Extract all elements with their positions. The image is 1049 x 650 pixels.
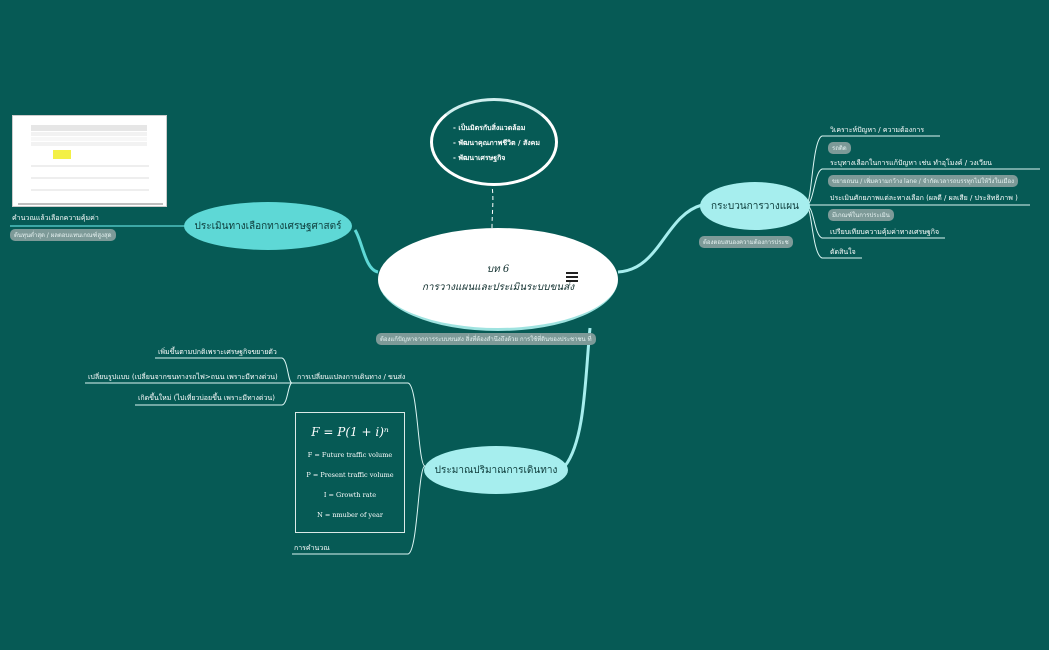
topic-economic-label: ประเมินทางเลือกทางเศรษฐศาสตร์ [194, 220, 342, 232]
central-note: ต้องแก้ปัญหาจากการระบบขนส่ง สิ่งที่ต้องส… [376, 333, 596, 345]
economic-note: ต้นทุนต่ำสุด / ผลตอบแทนเกณฑ์สูงสุด [10, 229, 116, 241]
traffic-sub-item[interactable]: เพิ่มขึ้นตามปกติเพราะเศรษฐกิจขยายตัว [158, 348, 277, 356]
central-topic[interactable]: บท 6 การวางแผนและประเมินระบบขนส่ง [378, 228, 618, 331]
planning-note-criteria: มีเกณฑ์ในการประเมิน [828, 209, 894, 221]
planning-item-decide[interactable]: ตัดสินใจ [830, 248, 856, 256]
planning-item-identify[interactable]: ระบุทางเลือกในการแก้ปัญหา เช่น ทำอุโมงค์… [830, 159, 992, 167]
formula-main: F = P(1 + i)ⁿ [311, 425, 389, 439]
traffic-branch-calc[interactable]: การคำนวณ [294, 544, 330, 552]
planning-item-analyze[interactable]: วิเคราะห์ปัญหา / ความต้องการ [830, 126, 925, 134]
formula-box: F = P(1 + i)ⁿ F = Future traffic volume … [295, 412, 405, 533]
economic-table-image [12, 115, 167, 207]
planning-item-compare[interactable]: เปรียบเทียบความคุ้มค่าทางเศรษฐกิจ [830, 228, 940, 236]
menu-icon[interactable] [566, 272, 578, 284]
topic-traffic-label: ประมาณปริมาณการเดินทาง [434, 464, 558, 476]
callout-bubble[interactable]: - เป็นมิตรกับสิ่งแวดล้อม - พัฒนาคุณภาพชี… [430, 98, 558, 186]
formula-line: N = nmuber of year [317, 511, 383, 519]
topic-traffic[interactable]: ประมาณปริมาณการเดินทาง [424, 446, 568, 494]
callout-item: - พัฒนาเศรษฐกิจ [453, 154, 506, 162]
central-title-line2: การวางแผนและประเมินระบบขนส่ง [421, 282, 575, 293]
economic-leaf[interactable]: คำนวณแล้วเลือกความคุ้มค่า [12, 214, 99, 222]
traffic-sub-item[interactable]: เปลี่ยนรูปแบบ (เปลี่ยนจากขนทางรถไฟ>ถนน เ… [88, 373, 278, 381]
formula-line: F = Future traffic volume [307, 451, 393, 459]
topic-economic[interactable]: ประเมินทางเลือกทางเศรษฐศาสตร์ [184, 202, 352, 250]
central-title-line1: บท 6 [486, 264, 510, 275]
topic-planning-label: กระบวนการวางแผน [711, 200, 799, 212]
planning-note-traffic-jam: รถติด [828, 142, 851, 154]
topic-planning[interactable]: กระบวนการวางแผน [700, 182, 810, 230]
formula-line: P = Present traffic volume [306, 471, 394, 479]
traffic-branch-change[interactable]: การเปลี่ยนแปลงการเดินทาง / ขนส่ง [297, 373, 406, 381]
callout-item: - พัฒนาคุณภาพชีวิต / สังคม [453, 139, 540, 147]
traffic-sub-item[interactable]: เกิดขึ้นใหม่ (ไปเที่ยวบ่อยขึ้น เพราะมีทา… [138, 394, 275, 402]
callout-item: - เป็นมิตรกับสิ่งแวดล้อม [453, 124, 526, 132]
planning-note: ต้องตอบสนองความต้องการประช [699, 236, 793, 248]
formula-line: I = Growth rate [323, 491, 377, 499]
planning-item-evaluate[interactable]: ประเมินศักยภาพแต่ละทางเลือก (ผลดี / ผลเส… [830, 194, 1018, 202]
planning-note-options: ขยายถนน / เพิ่มความกว้าง lane / จำกัดเวล… [828, 175, 1019, 187]
